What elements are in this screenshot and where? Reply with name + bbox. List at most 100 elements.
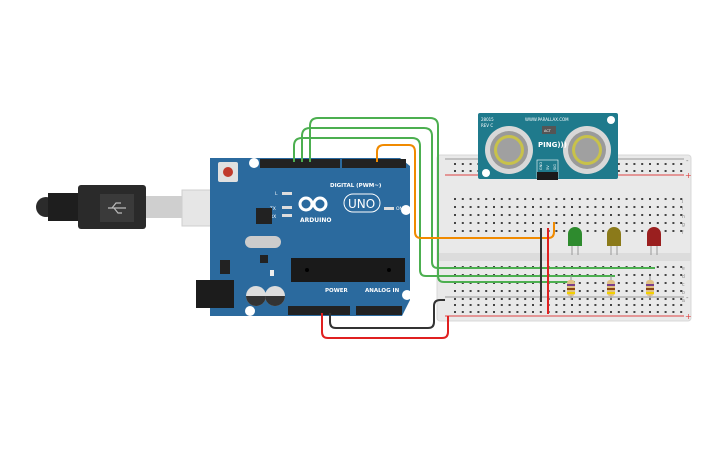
breadboard-hole[interactable] (602, 282, 605, 284)
breadboard-hole[interactable] (649, 304, 651, 306)
breadboard-hole[interactable] (672, 290, 675, 292)
breadboard-hole[interactable] (602, 222, 605, 224)
breadboard-hole[interactable] (641, 214, 644, 216)
breadboard-hole[interactable] (524, 214, 527, 216)
breadboard-hole[interactable] (461, 222, 464, 224)
breadboard-hole[interactable] (493, 230, 495, 232)
breadboard-hole[interactable] (469, 298, 472, 300)
breadboard-hole[interactable] (641, 282, 644, 284)
breadboard-hole[interactable] (485, 298, 488, 300)
breadboard-hole[interactable] (516, 290, 519, 292)
breadboard-hole[interactable] (578, 282, 581, 284)
breadboard-hole[interactable] (532, 311, 534, 313)
breadboard-hole[interactable] (594, 304, 597, 306)
breadboard-hole[interactable] (656, 198, 659, 200)
breadboard-hole[interactable] (532, 206, 534, 208)
breadboard-hole[interactable] (594, 222, 597, 224)
breadboard-hole[interactable] (500, 298, 503, 300)
breadboard-hole[interactable] (602, 304, 605, 306)
breadboard-hole[interactable] (516, 214, 519, 216)
breadboard-hole[interactable] (610, 206, 612, 208)
breadboard-hole[interactable] (602, 298, 605, 300)
breadboard-hole[interactable] (672, 222, 675, 224)
breadboard-hole[interactable] (454, 198, 456, 200)
breadboard-hole[interactable] (563, 214, 566, 216)
breadboard-hole[interactable] (664, 311, 667, 313)
breadboard-hole[interactable] (586, 198, 589, 200)
breadboard-hole[interactable] (641, 222, 644, 224)
breadboard-hole[interactable] (625, 290, 628, 292)
breadboard-hole[interactable] (625, 206, 628, 208)
breadboard-hole[interactable] (493, 298, 495, 300)
breadboard-hole[interactable] (477, 198, 480, 200)
breadboard-hole[interactable] (586, 290, 589, 292)
breadboard-hole[interactable] (625, 274, 628, 276)
breadboard-hole[interactable] (454, 298, 456, 300)
breadboard-hole[interactable] (571, 298, 573, 300)
breadboard-hole[interactable] (594, 290, 597, 292)
breadboard-hole[interactable] (485, 198, 488, 200)
breadboard-hole[interactable] (500, 222, 503, 224)
breadboard-hole[interactable] (555, 298, 558, 300)
breadboard-hole[interactable] (477, 304, 480, 306)
arduino-uno-board[interactable]: DIGITAL (PWM~) ARDUINO UNO L TX RX ON (196, 158, 412, 316)
breadboard-hole[interactable] (625, 163, 628, 165)
breadboard-hole[interactable] (586, 230, 589, 232)
breadboard-hole[interactable] (586, 282, 589, 284)
breadboard-hole[interactable] (672, 304, 675, 306)
breadboard-hole[interactable] (641, 290, 644, 292)
breadboard-hole[interactable] (547, 198, 550, 200)
led-yellow[interactable] (607, 227, 621, 255)
breadboard-hole[interactable] (547, 222, 550, 224)
breadboard-hole[interactable] (524, 304, 527, 306)
breadboard-hole[interactable] (602, 206, 605, 208)
breadboard-hole[interactable] (625, 222, 628, 224)
breadboard-hole[interactable] (633, 274, 636, 276)
breadboard-hole[interactable] (656, 274, 659, 276)
breadboard-hole[interactable] (672, 266, 675, 268)
breadboard-hole[interactable] (555, 214, 558, 216)
breadboard-hole[interactable] (656, 170, 659, 172)
breadboard-hole[interactable] (500, 290, 503, 292)
breadboard-hole[interactable] (477, 222, 480, 224)
breadboard-hole[interactable] (539, 206, 542, 208)
breadboard-hole[interactable] (610, 198, 612, 200)
breadboard-hole[interactable] (641, 311, 644, 313)
breadboard-hole[interactable] (633, 304, 636, 306)
breadboard-hole[interactable] (578, 206, 581, 208)
breadboard-hole[interactable] (680, 222, 683, 224)
breadboard-hole[interactable] (656, 222, 659, 224)
breadboard-hole[interactable] (563, 222, 566, 224)
breadboard-hole[interactable] (617, 298, 620, 300)
breadboard-hole[interactable] (617, 311, 620, 313)
breadboard-hole[interactable] (680, 230, 683, 232)
breadboard-hole[interactable] (547, 206, 550, 208)
breadboard-hole[interactable] (461, 290, 464, 292)
breadboard-hole[interactable] (563, 311, 566, 313)
breadboard-hole[interactable] (649, 163, 651, 165)
breadboard-hole[interactable] (664, 304, 667, 306)
led-red[interactable] (647, 227, 661, 255)
breadboard-hole[interactable] (500, 198, 503, 200)
breadboard-hole[interactable] (532, 290, 534, 292)
breadboard-hole[interactable] (664, 282, 667, 284)
breadboard-hole[interactable] (571, 214, 573, 216)
wire-pin11[interactable] (309, 117, 575, 283)
breadboard-hole[interactable] (516, 311, 519, 313)
breadboard-hole[interactable] (617, 163, 620, 165)
breadboard-hole[interactable] (594, 206, 597, 208)
breadboard-hole[interactable] (633, 222, 636, 224)
breadboard-hole[interactable] (469, 222, 472, 224)
breadboard-hole[interactable] (586, 311, 589, 313)
breadboard-hole[interactable] (664, 266, 667, 268)
breadboard-hole[interactable] (532, 198, 534, 200)
breadboard-hole[interactable] (524, 206, 527, 208)
breadboard-hole[interactable] (625, 298, 628, 300)
breadboard-hole[interactable] (539, 214, 542, 216)
breadboard-hole[interactable] (485, 230, 488, 232)
breadboard-hole[interactable] (664, 290, 667, 292)
breadboard-hole[interactable] (485, 311, 488, 313)
breadboard-hole[interactable] (461, 163, 464, 165)
breadboard-hole[interactable] (516, 304, 519, 306)
breadboard-hole[interactable] (625, 170, 628, 172)
